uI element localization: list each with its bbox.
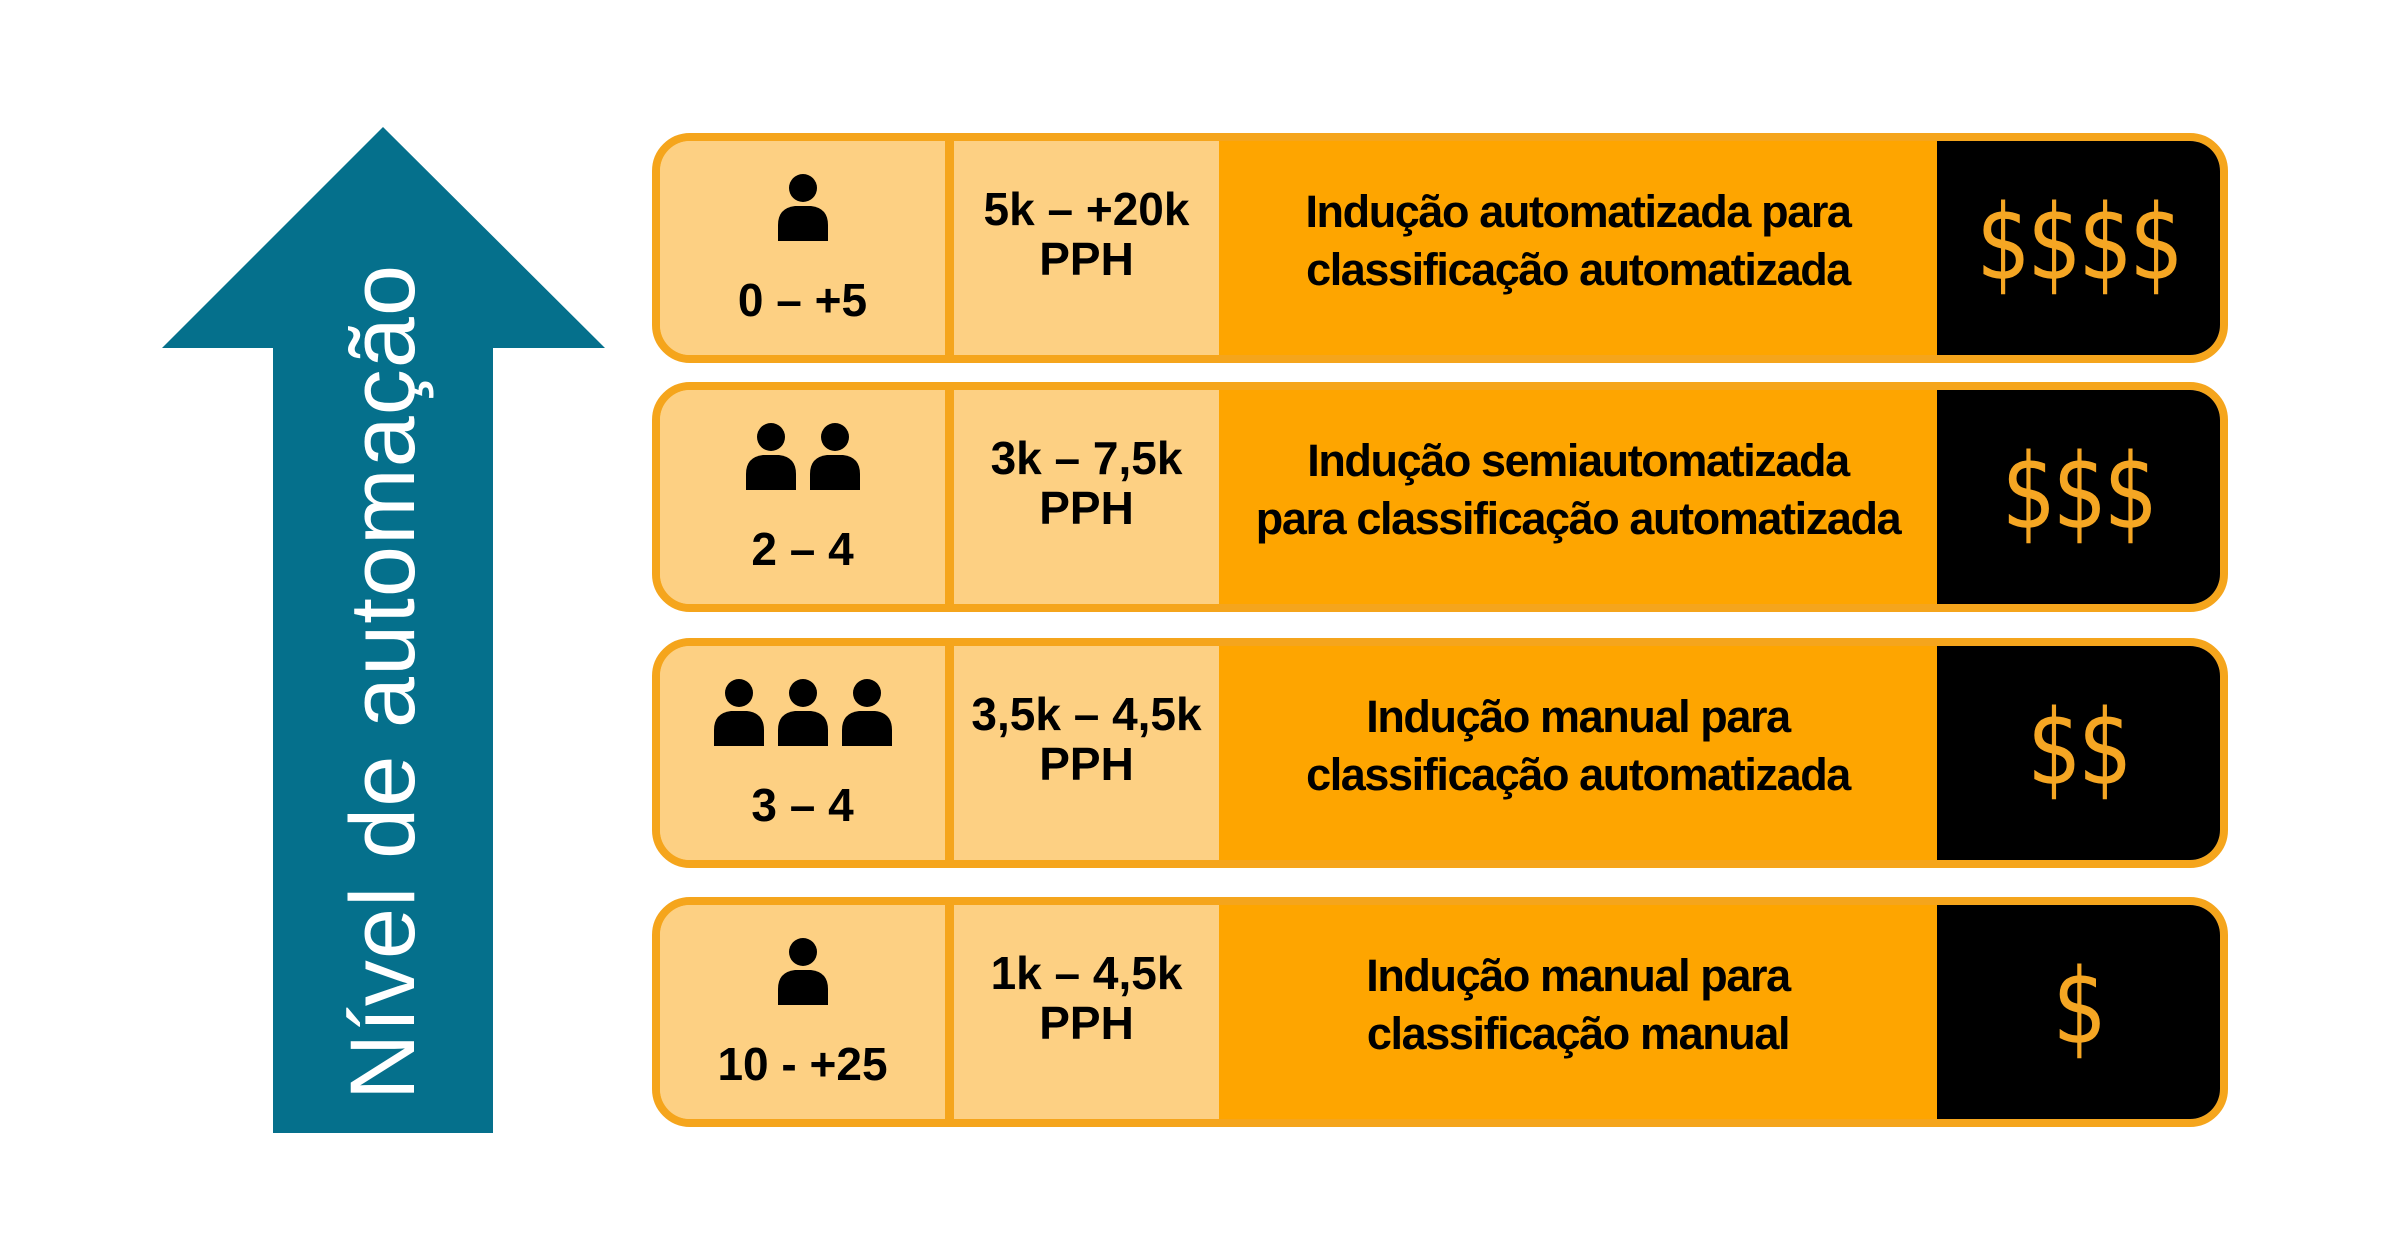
cost-dollar-icon: $: [2053, 946, 2107, 1068]
people-icons: [772, 935, 834, 1005]
person-icon: [777, 174, 828, 241]
automation-tier-row: 10 - +25 1k – 4,5k PPH Indução manual pa…: [652, 897, 2228, 1127]
person-icon: [841, 679, 892, 746]
person-icon: [745, 423, 796, 490]
column-divider: [945, 390, 954, 604]
people-icons: [772, 171, 834, 241]
description-cell: Indução semiautomatizada para classifica…: [1219, 390, 1937, 604]
people-icons: [740, 420, 866, 490]
cost-cell: $$: [1937, 646, 2220, 860]
cost-cell: $: [1937, 905, 2220, 1119]
column-divider: [945, 646, 954, 860]
people-cell: 3 – 4: [660, 646, 945, 860]
description-line-1: Indução manual para: [1366, 691, 1791, 742]
person-icon: [809, 423, 860, 490]
person-icon: [713, 679, 764, 746]
people-range: 3 – 4: [751, 779, 854, 831]
person-icon: [777, 679, 828, 746]
throughput-unit: PPH: [1039, 233, 1134, 285]
cost-dollar-icon: $$: [2027, 687, 2133, 809]
cost-cell: $$$: [1937, 390, 2220, 604]
people-cell: 0 – +5: [660, 141, 945, 355]
description-line-1: Indução automatizada para: [1305, 186, 1852, 237]
throughput-range: 3,5k – 4,5k: [971, 688, 1202, 740]
column-divider: [945, 141, 954, 355]
cost-dollar-icon: $$$: [2002, 431, 2158, 553]
description-line-1: Indução semiautomatizada: [1307, 435, 1850, 486]
throughput-cell: 3,5k – 4,5k PPH: [954, 646, 1219, 860]
throughput-unit: PPH: [1039, 997, 1134, 1049]
people-cell: 2 – 4: [660, 390, 945, 604]
throughput-unit: PPH: [1039, 738, 1134, 790]
throughput-range: 3k – 7,5k: [990, 432, 1183, 484]
column-divider: [945, 905, 954, 1119]
people-cell: 10 - +25: [660, 905, 945, 1119]
people-range: 10 - +25: [717, 1038, 888, 1090]
cost-dollar-icon: $$$$: [1976, 182, 2184, 304]
throughput-unit: PPH: [1039, 482, 1134, 534]
description-cell: Indução manual para classificação automa…: [1219, 646, 1937, 860]
description-cell: Indução automatizada para classificação …: [1219, 141, 1937, 355]
throughput-range: 5k – +20k: [983, 183, 1190, 235]
description-line-2: classificação manual: [1366, 1008, 1791, 1059]
description-line-2: classificação automatizada: [1306, 749, 1851, 800]
description-cell: Indução manual para classificação manual: [1219, 905, 1937, 1119]
person-icon: [777, 938, 828, 1005]
throughput-cell: 3k – 7,5k PPH: [954, 390, 1219, 604]
description-line-1: Indução manual para: [1366, 950, 1791, 1001]
throughput-range: 1k – 4,5k: [990, 947, 1183, 999]
automation-tier-row: 2 – 4 3k – 7,5k PPH Indução semiautomati…: [652, 382, 2228, 612]
people-range: 2 – 4: [751, 523, 854, 575]
throughput-cell: 1k – 4,5k PPH: [954, 905, 1219, 1119]
automation-level-label: Nível de automação: [332, 263, 434, 1101]
people-range: 0 – +5: [737, 274, 868, 326]
description-line-2: classificação automatizada: [1306, 244, 1851, 295]
description-line-2: para classificação automatizada: [1255, 493, 1902, 544]
throughput-cell: 5k – +20k PPH: [954, 141, 1219, 355]
cost-cell: $$$$: [1937, 141, 2220, 355]
people-icons: [708, 676, 898, 746]
automation-tier-row: 3 – 4 3,5k – 4,5k PPH Indução manual par…: [652, 638, 2228, 868]
automation-tier-row: 0 – +5 5k – +20k PPH Indução automatizad…: [652, 133, 2228, 363]
